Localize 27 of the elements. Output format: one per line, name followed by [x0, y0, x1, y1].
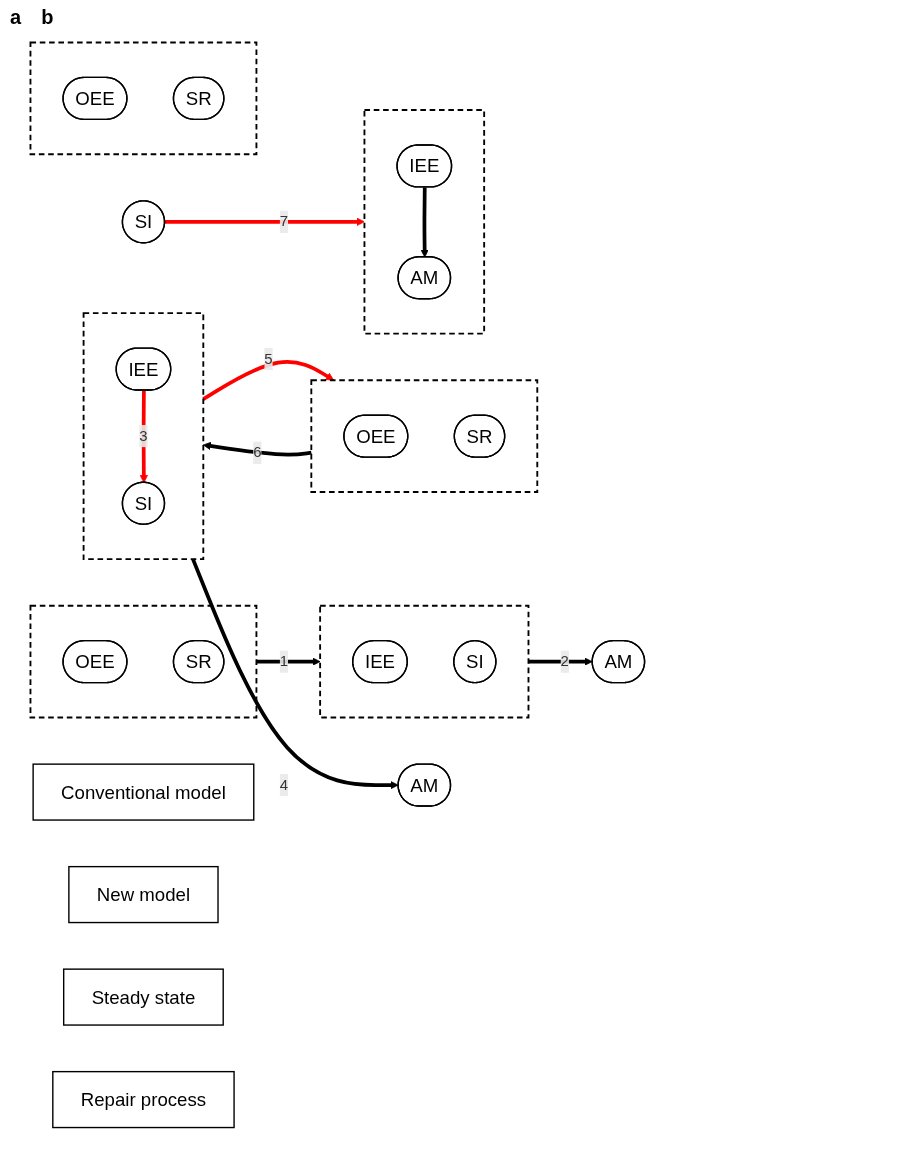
node-box: Conventional model: [32, 763, 255, 821]
node-box: Steady state: [63, 968, 224, 1026]
arrow: [256, 657, 321, 666]
panel-letter: a: [10, 6, 22, 29]
arrow: [139, 390, 148, 484]
edge-label: 5: [264, 350, 273, 367]
edge-label: 3: [139, 427, 148, 444]
cluster: [310, 379, 539, 493]
cluster: [82, 312, 205, 561]
edge-label: 1: [279, 653, 289, 670]
edge-label: 6: [253, 444, 262, 461]
node-box: New model: [68, 865, 219, 924]
edge-label: 2: [560, 653, 569, 670]
arrow: [164, 217, 365, 226]
panel-letter: b: [41, 6, 54, 29]
cluster: [319, 604, 530, 719]
node-box: Repair process: [52, 1070, 235, 1129]
cluster: [29, 604, 258, 719]
arrow: [202, 360, 335, 401]
edge-label: 4: [279, 776, 289, 793]
arrow: [191, 558, 399, 790]
cluster: [29, 41, 258, 156]
arrow: [202, 441, 312, 457]
edge-label: 7: [279, 213, 289, 230]
arrow: [420, 187, 429, 258]
arrow: [528, 657, 593, 666]
cluster: [363, 109, 486, 335]
